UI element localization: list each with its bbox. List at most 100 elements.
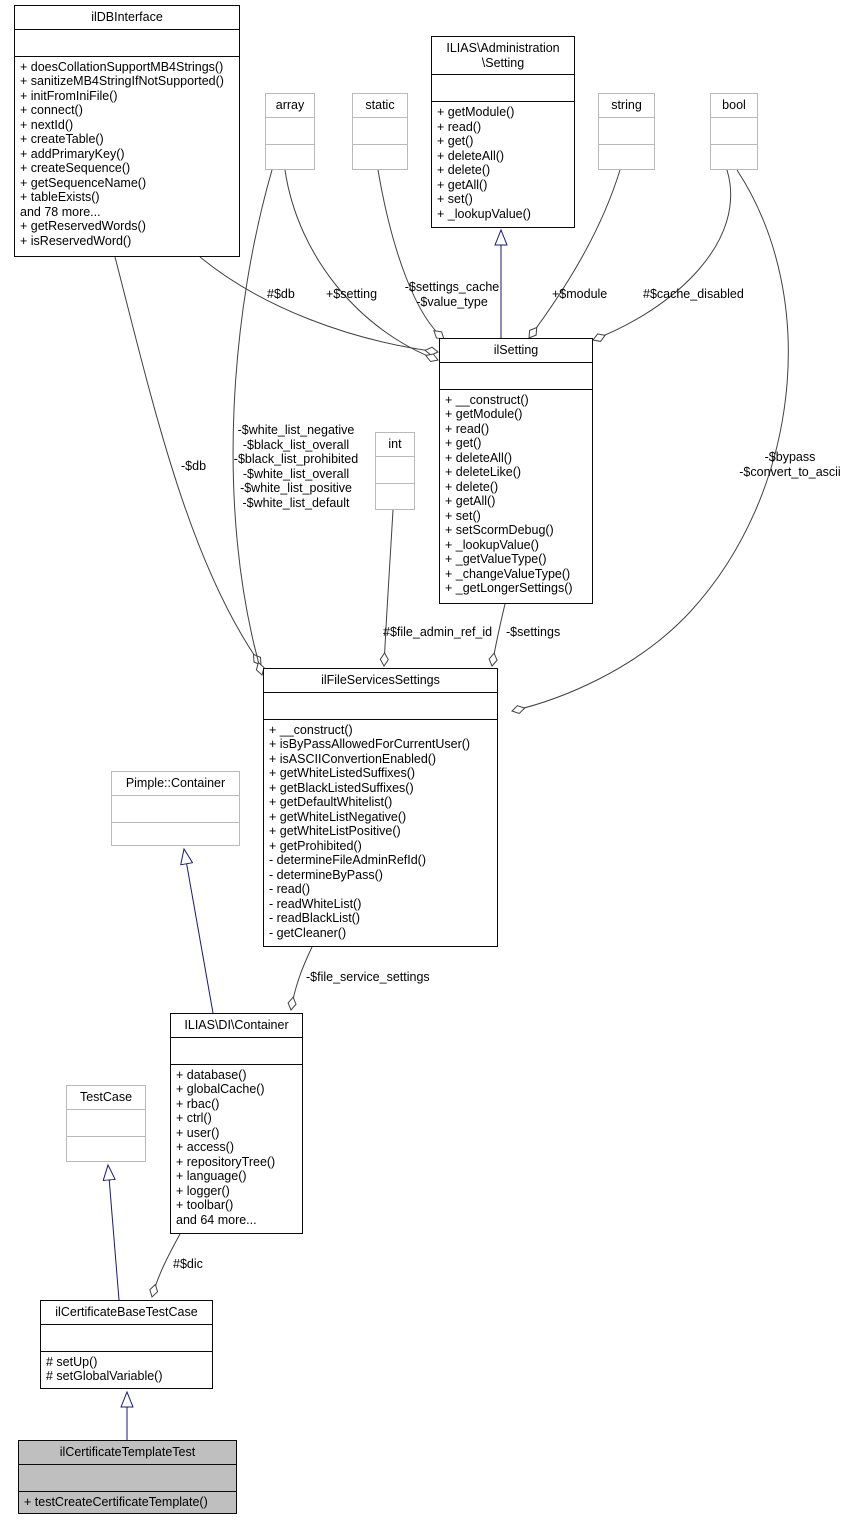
inherit-container-pimple	[184, 849, 214, 1014]
member-line: + getModule()	[445, 407, 523, 421]
class-node-ilsetting[interactable]: ilSetting + __construct()+ getModule()+ …	[439, 338, 593, 604]
edge-label-cache-disabled: #$cache_disabled	[643, 287, 744, 301]
member-line: + testCreateCertificateTemplate()	[24, 1494, 208, 1509]
member-line: + sanitizeMB4StringIfNotSupported()	[20, 74, 224, 88]
class-title: Pimple::Container	[125, 776, 226, 790]
member-line: + nextId()	[20, 117, 74, 132]
member-line: + __construct()	[269, 722, 353, 737]
class-title: ilFileServicesSettings	[321, 673, 440, 687]
member-line: + delete()	[445, 479, 499, 494]
member-line: + getWhiteListPositive()	[269, 824, 401, 838]
member-line: + deleteAll()	[445, 450, 513, 465]
member-line: + getModule()	[437, 105, 515, 119]
class-node-templatetest[interactable]: ilCertificateTemplateTest + testCreateCe…	[18, 1440, 237, 1514]
class-title: bool	[722, 98, 746, 112]
member-line: + set()	[445, 508, 481, 523]
class-node-di-container[interactable]: ILIAS\DI\Container + database()+ globalC…	[170, 1013, 303, 1234]
member-line: + getAll()	[445, 494, 496, 508]
member-line: + language()	[176, 1169, 247, 1183]
class-title: ILIAS\Administration \Setting	[446, 41, 560, 70]
member-line: + addPrimaryKey()	[20, 146, 125, 161]
edge-label-file-service-settings: -$file_service_settings	[306, 970, 430, 984]
methods-compartment	[266, 143, 314, 171]
edge-bool-ilsetting	[592, 169, 732, 342]
member-line: - readWhiteList()	[269, 896, 362, 911]
member-line: - determineByPass()	[269, 867, 383, 882]
member-line: + getDefaultWhitelist()	[269, 795, 393, 809]
member-line: + initFromIniFile()	[20, 88, 118, 103]
type-node-int: int	[375, 432, 415, 510]
member-line: + _lookupValue()	[437, 206, 531, 221]
class-node-admin-setting[interactable]: ILIAS\Administration \Setting + getModul…	[431, 36, 575, 228]
type-node-array: array	[265, 93, 315, 170]
edge-label-bypass: -$bypass -$convert_to_ascii	[739, 450, 841, 479]
type-node-string: string	[598, 93, 655, 170]
class-title: ilCertificateTemplateTest	[59, 1445, 196, 1459]
class-title: ilDBInterface	[91, 10, 163, 24]
member-line: + createTable()	[20, 132, 104, 146]
member-line: and 78 more...	[20, 204, 101, 219]
methods-compartment	[67, 1135, 145, 1163]
edge-filesettings-container	[287, 946, 313, 1011]
edge-label-settings-member: -$settings	[506, 625, 561, 639]
methods-compartment: + database()+ globalCache()+ rbac()+ ctr…	[171, 1063, 302, 1234]
member-line: # setUp()	[46, 1354, 98, 1369]
member-line: + get()	[437, 134, 474, 148]
methods-compartment: + getModule()+ read()+ get()+ deleteAll(…	[432, 101, 574, 227]
inherit-basetestcase-testcase	[108, 1165, 120, 1301]
methods-compartment: + testCreateCertificateTemplate()	[19, 1490, 236, 1514]
member-line: - getCleaner()	[269, 925, 347, 940]
member-line: - readBlackList()	[269, 911, 360, 925]
member-line: + isASCIIConvertionEnabled()	[269, 751, 437, 766]
member-line: + getWhiteListNegative()	[269, 809, 407, 824]
attributes-compartment	[432, 74, 574, 101]
edge-label-db-fss: -$db	[181, 459, 207, 473]
methods-compartment: # setUp()# setGlobalVariable()	[41, 1350, 212, 1389]
attributes-compartment	[266, 116, 314, 144]
attributes-compartment	[19, 1463, 236, 1491]
edge-label-module: +$module	[552, 287, 608, 301]
member-line: + isByPassAllowedForCurrentUser()	[269, 737, 471, 751]
member-line: + read()	[445, 421, 490, 436]
member-line: - read()	[269, 882, 310, 896]
member-line: + delete()	[437, 163, 491, 177]
class-node-testcase: TestCase	[66, 1085, 146, 1162]
member-line: + createSequence()	[20, 161, 131, 175]
edge-label-dic: #$dic	[173, 1257, 203, 1271]
class-node-basetestcase[interactable]: ilCertificateBaseTestCase # setUp()# set…	[40, 1300, 213, 1389]
member-line: - determineFileAdminRefId()	[269, 853, 426, 867]
type-node-bool: bool	[710, 93, 758, 170]
class-title: ILIAS\DI\Container	[184, 1018, 289, 1032]
attributes-compartment	[711, 116, 757, 144]
member-line: + rbac()	[176, 1096, 220, 1111]
edge-db-filesettings	[114, 256, 262, 666]
attributes-compartment	[41, 1323, 212, 1351]
class-title: TestCase	[79, 1090, 133, 1104]
member-line: + globalCache()	[176, 1082, 265, 1096]
attributes-compartment	[376, 455, 414, 483]
member-line: + getWhiteListedSuffixes()	[269, 766, 416, 780]
member-line: + getBlackListedSuffixes()	[269, 780, 414, 795]
attributes-compartment	[264, 691, 497, 719]
attributes-compartment	[440, 361, 592, 389]
member-line: + getSequenceName()	[20, 175, 147, 190]
edge-int-filesettings	[379, 509, 394, 667]
type-node-static: static	[352, 93, 408, 170]
member-line: + setScormDebug()	[445, 523, 554, 537]
member-line: + set()	[437, 192, 473, 206]
class-node-ildbinterface[interactable]: ilDBInterface + doesCollationSupportMB4S…	[14, 5, 240, 257]
edge-label-setting: +$setting	[326, 287, 378, 301]
member-line: + getProhibited()	[269, 838, 362, 853]
member-line: + database()	[176, 1067, 247, 1082]
class-node-pimple-container: Pimple::Container	[111, 771, 240, 846]
member-line: + logger()	[176, 1183, 230, 1198]
member-line: + getReservedWords()	[20, 219, 146, 233]
member-line: and 64 more...	[176, 1212, 257, 1227]
class-node-filesettings[interactable]: ilFileServicesSettings + __construct()+ …	[263, 668, 498, 947]
methods-compartment	[353, 143, 407, 171]
class-title: static	[365, 98, 395, 112]
class-title: ilSetting	[493, 343, 539, 357]
member-line: + connect()	[20, 103, 83, 117]
methods-compartment	[112, 821, 239, 849]
